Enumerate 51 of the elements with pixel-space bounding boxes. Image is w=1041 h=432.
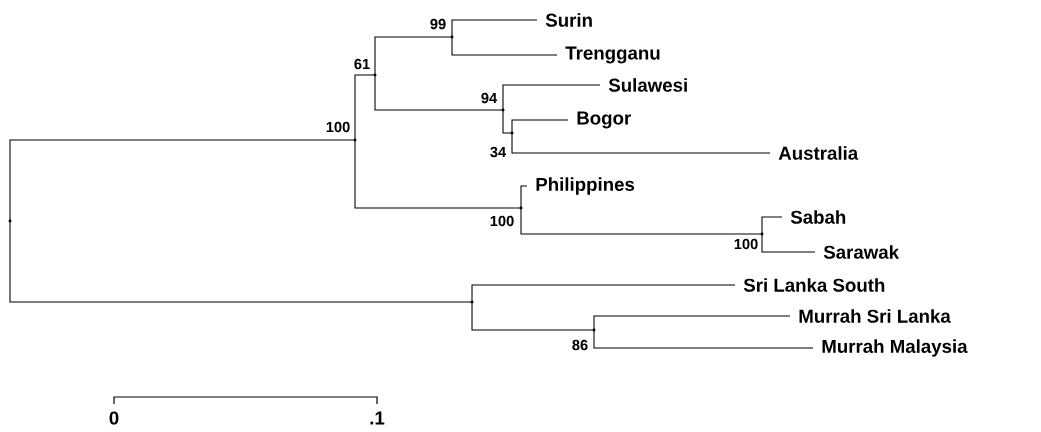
branch-point xyxy=(760,232,764,236)
branch-line xyxy=(593,315,791,331)
branch-line xyxy=(511,132,771,154)
support-value: 94 xyxy=(481,92,498,104)
branch-line xyxy=(354,74,376,141)
branch-point xyxy=(519,206,523,210)
branch-line xyxy=(471,284,736,303)
support-value: 100 xyxy=(326,121,350,133)
leaf-label: Trengganu xyxy=(565,46,660,64)
branch-line xyxy=(761,216,783,235)
branch-line xyxy=(471,301,595,331)
leaf-label: Surin xyxy=(545,13,592,27)
leaf-label: Sarawak xyxy=(823,245,900,259)
branch-line xyxy=(761,233,816,253)
branch-line xyxy=(520,207,763,235)
branch-line xyxy=(451,19,538,38)
branch-point xyxy=(470,300,474,304)
branch-line xyxy=(374,74,504,111)
branch-line xyxy=(9,220,473,303)
support-value: 34 xyxy=(490,146,507,158)
branch-point xyxy=(8,219,12,223)
branch-point xyxy=(592,328,596,332)
support-value: 99 xyxy=(430,18,446,30)
branch-point xyxy=(501,108,505,112)
branch-line xyxy=(374,36,453,76)
branch-line xyxy=(520,185,528,209)
branch-line xyxy=(502,84,601,111)
branch-line xyxy=(9,139,356,222)
branch-line xyxy=(593,329,814,349)
support-value: 61 xyxy=(354,58,370,70)
scale-label: 0 xyxy=(109,411,119,425)
branch-point xyxy=(510,131,514,135)
leaf-label: Bogor xyxy=(577,111,631,129)
leaf-label: Philippines xyxy=(536,177,635,195)
leaf-label: Sulawesi xyxy=(608,78,687,92)
scale-label: .1 xyxy=(370,411,385,425)
leaf-label: Sri Lanka South xyxy=(743,278,885,292)
branch-point xyxy=(353,138,357,142)
branch-point xyxy=(373,73,377,77)
leaf-label: Australia xyxy=(778,146,859,160)
branch-line xyxy=(354,139,522,209)
leaf-label: Murrah Sri Lanka xyxy=(799,309,951,323)
branch-point xyxy=(450,35,454,39)
support-value: 86 xyxy=(572,339,588,351)
branch-line xyxy=(502,109,513,134)
leaf-label: Sabah xyxy=(790,210,846,224)
support-value: 100 xyxy=(734,238,758,250)
support-value: 100 xyxy=(490,215,514,227)
branch-line xyxy=(451,36,558,56)
branch-line xyxy=(511,119,569,134)
leaf-label: Murrah Malaysia xyxy=(822,339,968,357)
